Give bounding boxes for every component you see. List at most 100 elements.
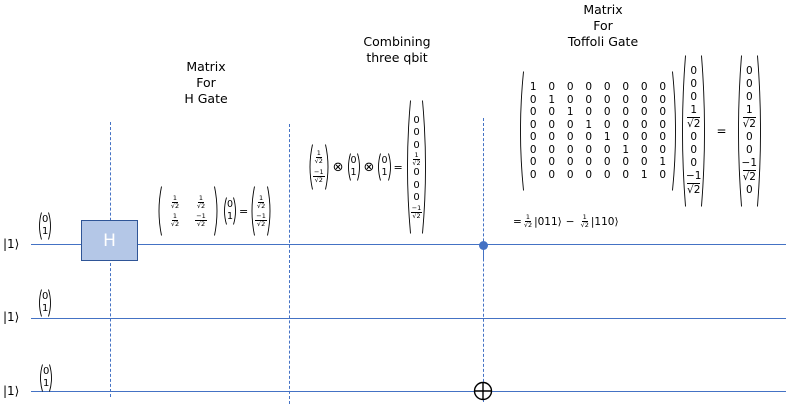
combine-header: Combining three qbit [347,34,447,66]
vector-entry: 0 [381,155,388,166]
h-result-entry: 1√2 [256,193,266,210]
toffoli-matrix-cell: 0 [659,118,667,131]
toffoli-matrix-cell: 0 [603,118,611,131]
toffoli-matrix-cell: 0 [585,168,593,181]
toffoli-matrix-cell: 0 [548,81,556,93]
ket-110: |110⟩ [590,215,619,228]
toffoli-matrix-cell: 0 [566,168,574,181]
vector-entry: 1 [381,167,388,178]
toffoli-matrix-cell: 0 [566,143,574,156]
state-entry: 0 [690,144,698,156]
vector-entry: 0 [42,291,49,302]
toffoli-matrix-cell: 0 [529,106,537,118]
toffoli-matrix-cell: 0 [603,93,611,106]
toffoli-matrix-cell: 0 [529,156,537,168]
state-entry: 0 [745,78,753,90]
toffoli-matrix-cell: 1 [566,106,574,118]
h-gate-label: H [103,230,116,251]
toffoli-matrix-cell: 0 [603,106,611,118]
toffoli-control-line [483,246,484,260]
toffoli-matrix-cell: 0 [640,143,648,156]
state-entry: 1 [690,104,698,116]
toffoli-matrix-cell: 0 [585,131,593,143]
toffoli-matrix-cell: 0 [566,131,574,143]
toffoli-matrix-cell: 0 [659,143,667,156]
header-line: For [196,75,216,90]
h-gate: H [81,220,138,261]
equals-sign: = [716,124,727,138]
toffoli-matrix-cell: 0 [622,93,630,106]
ket-011: |011⟩ [534,215,562,228]
header-line: Combining [363,34,431,49]
vector-entry: 0 [42,214,49,225]
toffoli-matrix-cell: 1 [548,93,556,106]
state-entry: 1√2 [412,151,421,167]
coefficient: 1√2 [580,213,589,229]
barrier-toffoli [483,118,484,402]
state-entry: √2 [687,117,701,130]
h-matrix-entry: 1√2 [170,193,180,210]
toffoli-matrix-cell: 0 [603,81,611,93]
state-entry: 0 [745,65,753,77]
toffoli-matrix-cell: 0 [585,156,593,168]
toffoli-matrix-cell: 1 [659,156,667,168]
toffoli-matrix-cell: 0 [529,168,537,181]
toffoli-matrix-cell: 0 [659,93,667,106]
h-result-entry: −1√2 [255,211,267,228]
toffoli-matrix-cell: 0 [566,118,574,131]
toffoli-matrix-cell: 0 [659,131,667,143]
toffoli-matrix-cell: 1 [603,131,611,143]
vector-entry: 0 [43,366,50,377]
toffoli-matrix-cell: 0 [622,168,630,181]
vector-entry: 1 [42,226,49,237]
toffoli-matrix-cell: 0 [640,156,648,168]
toffoli-matrix-cell: 0 [548,168,556,181]
toffoli-matrix-cell: 1 [585,118,593,131]
toffoli-matrix-cell: 0 [585,106,593,118]
state-entry: −1 [686,170,702,182]
vector-entry: 0 [350,155,357,166]
state-entry: 0 [413,127,420,138]
header-line: three qbit [366,50,428,65]
toffoli-matrix-cell: 0 [622,131,630,143]
toffoli-matrix-cell: 0 [529,143,537,156]
header-line: Toffoli Gate [567,34,639,49]
toffoli-matrix-cell: 0 [566,93,574,106]
state-entry: 1 [745,104,753,116]
toffoli-matrix-cell: 0 [548,106,556,118]
equals-sign: = [393,160,403,174]
toffoli-matrix-cell: 0 [640,118,648,131]
ket-label-qubit-3: |1⟩ [3,384,20,398]
state-entry: 0 [690,65,698,77]
state-entry: 0 [413,192,420,203]
final-state-expression: = 1√2 |011⟩ − 1√2 |110⟩ [513,214,619,229]
coefficient: 1√2 [523,213,533,229]
h-matrix-entry: −1√2 [195,211,207,228]
state-entry: 0 [413,167,420,178]
state-entry: 0 [745,91,753,103]
toffoli-matrix-cell: 0 [659,81,667,93]
vector-entry: 1 [42,303,49,314]
h-matrix-entry: 1√2 [196,193,206,210]
toffoli-matrix-cell: 0 [659,106,667,118]
equals-sign: = [513,215,522,228]
toffoli-matrix-cell: 1 [640,168,648,181]
state-entry: 0 [690,157,698,169]
toffoli-matrix-cell: 0 [529,131,537,143]
ket-label-qubit-2: |1⟩ [3,310,20,324]
h-matrix-entry: 1√2 [170,211,180,228]
state-entry: √2 [742,117,756,130]
state-entry: 0 [413,114,420,126]
combine-factor-entry: 1√2 [314,149,323,165]
toffoli-matrix-cell: 0 [622,118,630,131]
toffoli-matrix-cell: 0 [640,81,648,93]
control-dot-icon [479,241,488,250]
wire-qubit-2 [31,318,786,320]
wire-qubit-1 [31,244,786,246]
toffoli-matrix-cell: 0 [585,93,593,106]
toffoli-matrix-cell: 0 [659,168,667,181]
